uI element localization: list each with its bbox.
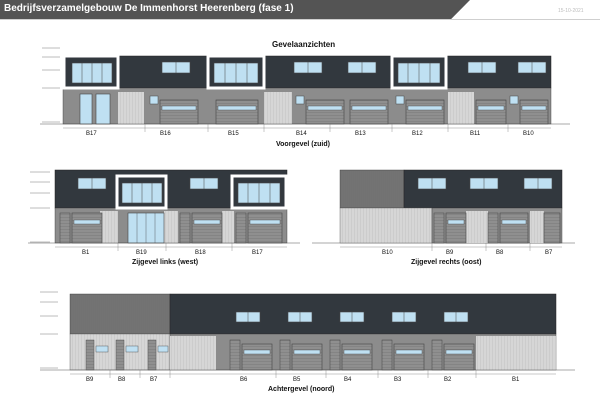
elevation-zijgevel-rechts — [312, 169, 575, 251]
unit-label: B10 — [382, 250, 393, 256]
unit-label: B12 — [412, 131, 423, 137]
unit-label: B8 — [496, 250, 504, 256]
unit-label: B6 — [240, 377, 248, 383]
unit-label: B15 — [228, 131, 239, 137]
elevation-caption-zijgevel-links: Zijgevel links (west) — [132, 259, 199, 266]
header-divider — [0, 19, 600, 20]
header-banner — [0, 0, 470, 19]
elevation-caption-voorgevel: Voorgevel (zuid) — [276, 141, 330, 148]
unit-label: B9 — [86, 377, 94, 383]
unit-label: B1 — [82, 250, 90, 256]
document-date: 15-10-2021 — [558, 8, 584, 14]
elevation-caption-achtergevel: Achtergevel (noord) — [268, 386, 335, 393]
document-title: Bedrijfsverzamelgebouw De Immenhorst Hee… — [4, 3, 294, 14]
unit-label: B13 — [355, 131, 366, 137]
unit-label: B16 — [160, 131, 171, 137]
elevation-caption-zijgevel-rechts: Zijgevel rechts (oost) — [411, 259, 482, 266]
unit-label: B5 — [293, 377, 301, 383]
unit-label: B7 — [150, 377, 158, 383]
unit-label: B8 — [118, 377, 126, 383]
elevation-achtergevel — [40, 291, 575, 378]
unit-label: B2 — [444, 377, 452, 383]
unit-label: B14 — [296, 131, 307, 137]
unit-label: B17 — [86, 131, 97, 137]
unit-label: B9 — [446, 250, 454, 256]
unit-label: B10 — [523, 131, 534, 137]
unit-label: B19 — [136, 250, 147, 256]
unit-label: B4 — [344, 377, 352, 383]
unit-label: B17 — [252, 250, 263, 256]
unit-label: B7 — [545, 250, 553, 256]
elevation-zijgevel-links — [28, 169, 300, 251]
header-bar: Bedrijfsverzamelgebouw De Immenhorst Hee… — [0, 0, 600, 20]
sheet-title: Gevelaanzichten — [272, 40, 336, 49]
unit-label: B11 — [470, 131, 481, 137]
unit-label: B3 — [394, 377, 402, 383]
unit-label: B1 — [512, 377, 520, 383]
elevation-voorgevel — [40, 47, 570, 132]
unit-label: B18 — [195, 250, 206, 256]
